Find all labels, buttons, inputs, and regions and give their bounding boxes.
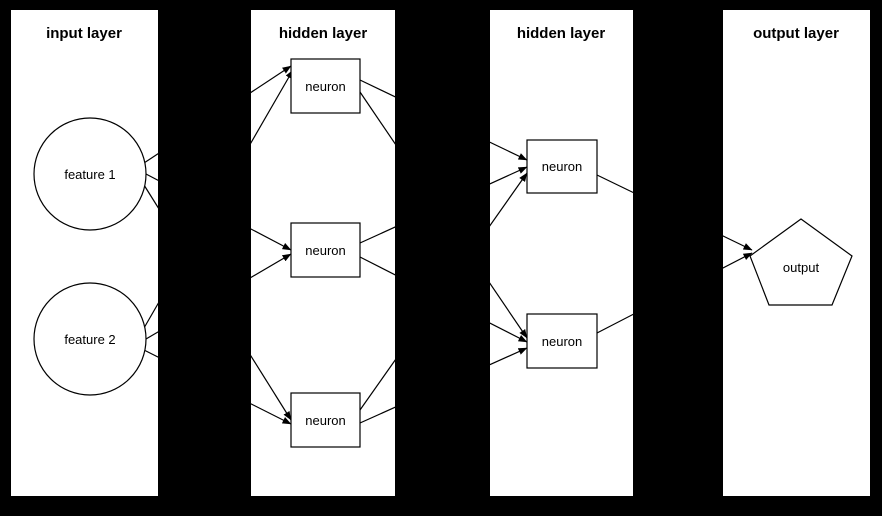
feature-2-label: feature 2	[64, 332, 115, 347]
hidden-2-neuron-2-box[interactable]	[526, 313, 598, 369]
output-layer-group: output layer output	[749, 25, 853, 306]
panel-title-hidden-layer-2: hidden layer	[517, 25, 606, 42]
panel-title-input-layer: input layer	[46, 25, 122, 42]
hidden-1-neuron-2-box[interactable]	[290, 222, 361, 278]
hidden-1-neuron-3-label: neuron	[305, 413, 345, 428]
node-hidden-1-neuron-3[interactable]: neuron	[290, 392, 361, 448]
gap-hidden1-hidden2	[395, 0, 490, 516]
hidden-1-neuron-2-label: neuron	[305, 243, 345, 258]
panel-hidden-layer-2	[490, 10, 633, 496]
feature-2-circle[interactable]	[33, 282, 147, 396]
gap-top-margin	[0, 0, 882, 10]
feature-1-label: feature 1	[64, 167, 115, 182]
gap-hidden2-output	[633, 0, 723, 516]
hidden-1-neuron-3-box[interactable]	[290, 392, 361, 448]
panel-title-output-layer: output layer	[753, 25, 839, 42]
node-hidden-1-neuron-1[interactable]: neuron	[290, 58, 361, 114]
hidden-layer-2-group: hidden layer neuron neuron	[517, 25, 606, 369]
panel-input-layer	[11, 10, 158, 496]
hidden-2-neuron-1-label: neuron	[542, 159, 582, 174]
node-hidden-2-neuron-2[interactable]: neuron	[526, 313, 598, 369]
node-feature-1[interactable]: feature 1	[33, 117, 147, 231]
gap-input-hidden1	[158, 0, 251, 516]
node-feature-2[interactable]: feature 2	[33, 282, 147, 396]
gap-right-margin	[870, 0, 882, 516]
output-label: output	[783, 260, 820, 275]
panel-title-hidden-layer-1: hidden layer	[279, 25, 368, 42]
input-layer-group: input layer feature 1 feature 2	[33, 25, 147, 396]
gap-bottom-margin	[0, 496, 882, 516]
feature-1-circle[interactable]	[33, 117, 147, 231]
hidden-layer-1-group: hidden layer neuron neuron neuron	[279, 25, 368, 448]
hidden-1-neuron-1-label: neuron	[305, 79, 345, 94]
node-hidden-1-neuron-2[interactable]: neuron	[290, 222, 361, 278]
node-hidden-2-neuron-1[interactable]: neuron	[526, 139, 598, 194]
hidden-1-neuron-1-box[interactable]	[290, 58, 361, 114]
output-pentagon[interactable]	[749, 218, 853, 306]
node-output[interactable]: output	[749, 218, 853, 306]
hidden-2-neuron-2-label: neuron	[542, 334, 582, 349]
gap-left-margin	[0, 0, 11, 516]
hidden-2-neuron-1-box[interactable]	[526, 139, 598, 194]
